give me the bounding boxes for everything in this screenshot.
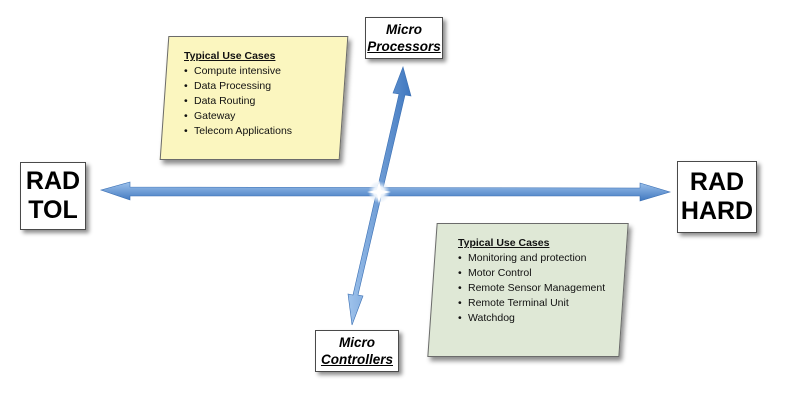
- center-star: [367, 180, 391, 204]
- controllers-use-case-list: Monitoring and protection Motor Control …: [458, 251, 616, 326]
- rad-hard-line-2: HARD: [680, 197, 754, 225]
- processors-card-title: Typical Use Cases: [184, 50, 276, 62]
- processors-use-case-list: Compute intensive Data Processing Data R…: [184, 64, 336, 139]
- list-item: Monitoring and protection: [458, 251, 616, 266]
- rad-tol-label-box: RAD TOL: [20, 162, 86, 230]
- processors-use-cases-card: Typical Use Cases Compute intensive Data…: [159, 36, 349, 160]
- list-item: Data Routing: [184, 94, 336, 109]
- list-item: Telecom Applications: [184, 124, 336, 139]
- micro-processors-label-box: Micro Processors: [365, 17, 443, 59]
- list-item: Gateway: [184, 109, 336, 124]
- micro-controllers-line-2: Controllers: [320, 352, 393, 367]
- rad-tol-line-2: TOL: [28, 196, 78, 224]
- list-item: Compute intensive: [184, 64, 336, 79]
- micro-processors-line-2: Processors: [367, 39, 441, 54]
- rad-tol-line-1: RAD: [25, 167, 81, 195]
- list-item: Motor Control: [458, 266, 616, 281]
- micro-controllers-label-box: Micro Controllers: [315, 330, 399, 372]
- micro-processors-line-1: Micro: [385, 22, 422, 37]
- rad-hard-label-box: RAD HARD: [677, 161, 757, 233]
- controllers-card-title: Typical Use Cases: [458, 237, 550, 249]
- list-item: Remote Sensor Management: [458, 281, 616, 296]
- micro-controllers-line-1: Micro: [338, 335, 375, 350]
- list-item: Watchdog: [458, 311, 616, 326]
- list-item: Data Processing: [184, 79, 336, 94]
- controllers-use-cases-card: Typical Use Cases Monitoring and protect…: [427, 223, 629, 357]
- rad-hard-line-1: RAD: [689, 168, 745, 196]
- list-item: Remote Terminal Unit: [458, 296, 616, 311]
